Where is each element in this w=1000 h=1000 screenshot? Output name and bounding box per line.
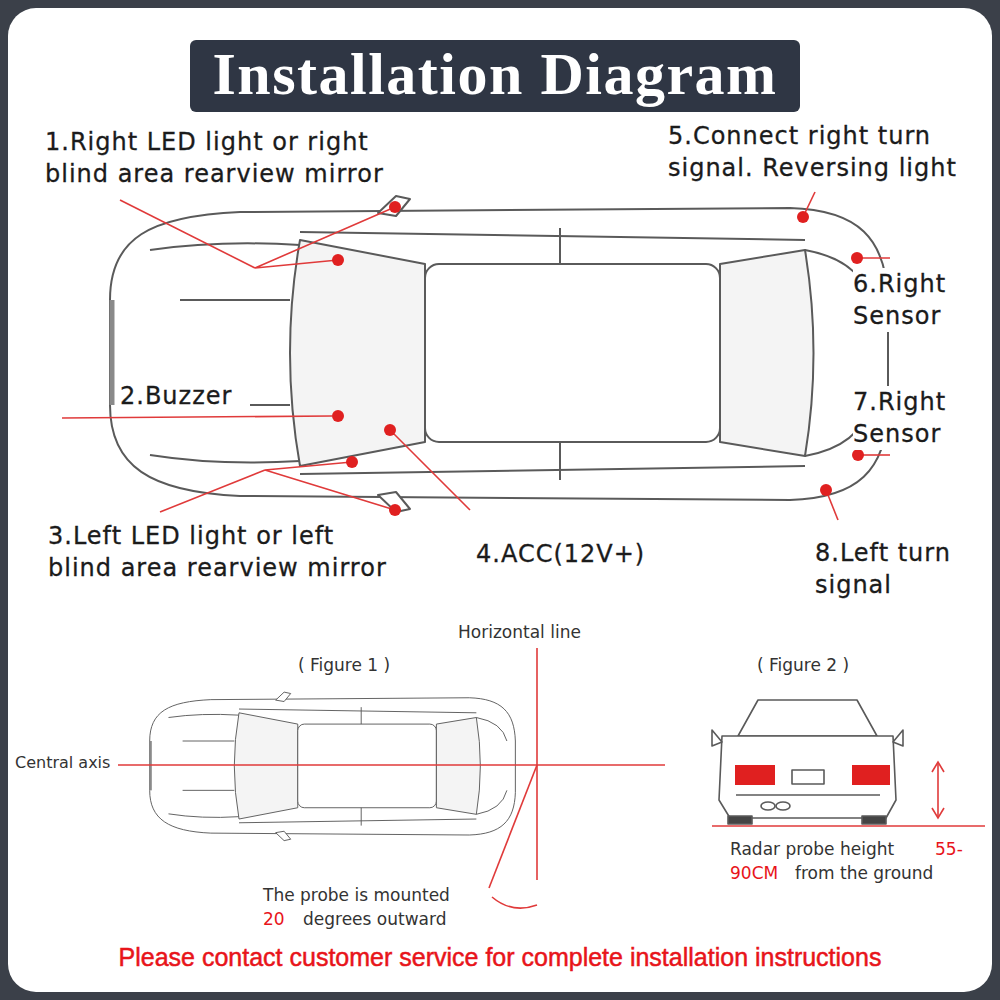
mount-points: [332, 201, 864, 516]
mount-dot: [332, 410, 344, 422]
taillight: [735, 765, 775, 785]
exhaust: [776, 802, 790, 810]
leader-line: [390, 430, 470, 510]
height-marks: [712, 762, 985, 826]
central-axis-line: [118, 764, 665, 766]
figure-label: ( Figure 2 ): [757, 654, 887, 676]
figure-label: ( Figure 1 ): [298, 654, 428, 676]
car-rear-view: [712, 700, 903, 824]
mount-dot: [384, 424, 396, 436]
axis-lines: [118, 648, 665, 908]
card: [8, 8, 992, 992]
title-banner: Installation Diagram: [190, 40, 800, 112]
ground-line: [712, 825, 985, 827]
callout-label: 3.Left LED light or left blind area rear…: [48, 520, 403, 584]
rear-window: [738, 700, 877, 736]
callout-label: 5.Connect right turn signal. Reversing l…: [668, 120, 978, 184]
exhaust: [761, 802, 775, 810]
mount-dot: [852, 449, 864, 461]
arrow-head: [932, 808, 944, 818]
leader-line: [160, 470, 265, 512]
probe-line: [489, 765, 537, 888]
note-text: from the ground: [795, 862, 933, 884]
mount-dot: [389, 504, 401, 516]
mount-dot: [820, 484, 832, 496]
car-top-view: [110, 196, 888, 512]
mount-dot: [389, 201, 401, 213]
callout-label: 6.Right Sensor: [853, 268, 963, 332]
leader-line: [265, 462, 395, 510]
bumper-line: [736, 794, 880, 796]
mount-dot: [346, 456, 358, 468]
leader-lines: [62, 192, 890, 520]
axis-label: Horizontal line: [458, 621, 628, 643]
footer-note: Please contact customer service for comp…: [10, 941, 990, 973]
mount-dot: [851, 252, 863, 264]
angle-arc: [492, 897, 537, 908]
leader-line: [255, 207, 395, 268]
horizontal-line: [536, 648, 538, 880]
note-text: degrees outward: [303, 908, 446, 930]
wheel: [728, 816, 752, 824]
height-value: 90CM: [730, 862, 790, 884]
callout-label: 1.Right LED light or right blind area re…: [45, 126, 405, 190]
note-text: Radar probe height: [730, 838, 930, 860]
mount-dot: [332, 254, 344, 266]
axis-label: Central axis: [15, 753, 115, 773]
arrow-head: [932, 762, 944, 772]
callout-label: 2.Buzzer: [120, 381, 250, 411]
leader-line: [62, 416, 332, 418]
rear-body: [719, 736, 896, 818]
wheel: [862, 816, 886, 824]
car-figure-1: [150, 692, 516, 841]
mirror: [712, 730, 722, 746]
angle-value: 20: [263, 908, 303, 930]
plate: [792, 770, 824, 784]
mount-dot: [797, 211, 809, 223]
note-text: The probe is mounted: [263, 884, 483, 906]
leader-line: [120, 200, 255, 268]
mirror: [893, 730, 903, 746]
callout-label: 7.Right Sensor: [853, 386, 963, 450]
height-value: 55-: [935, 838, 963, 860]
callout-label: 4.ACC(12V+): [476, 539, 676, 569]
taillight: [852, 765, 890, 785]
callout-label: 8.Left turn signal: [815, 537, 965, 601]
height-arrow: [937, 764, 939, 816]
